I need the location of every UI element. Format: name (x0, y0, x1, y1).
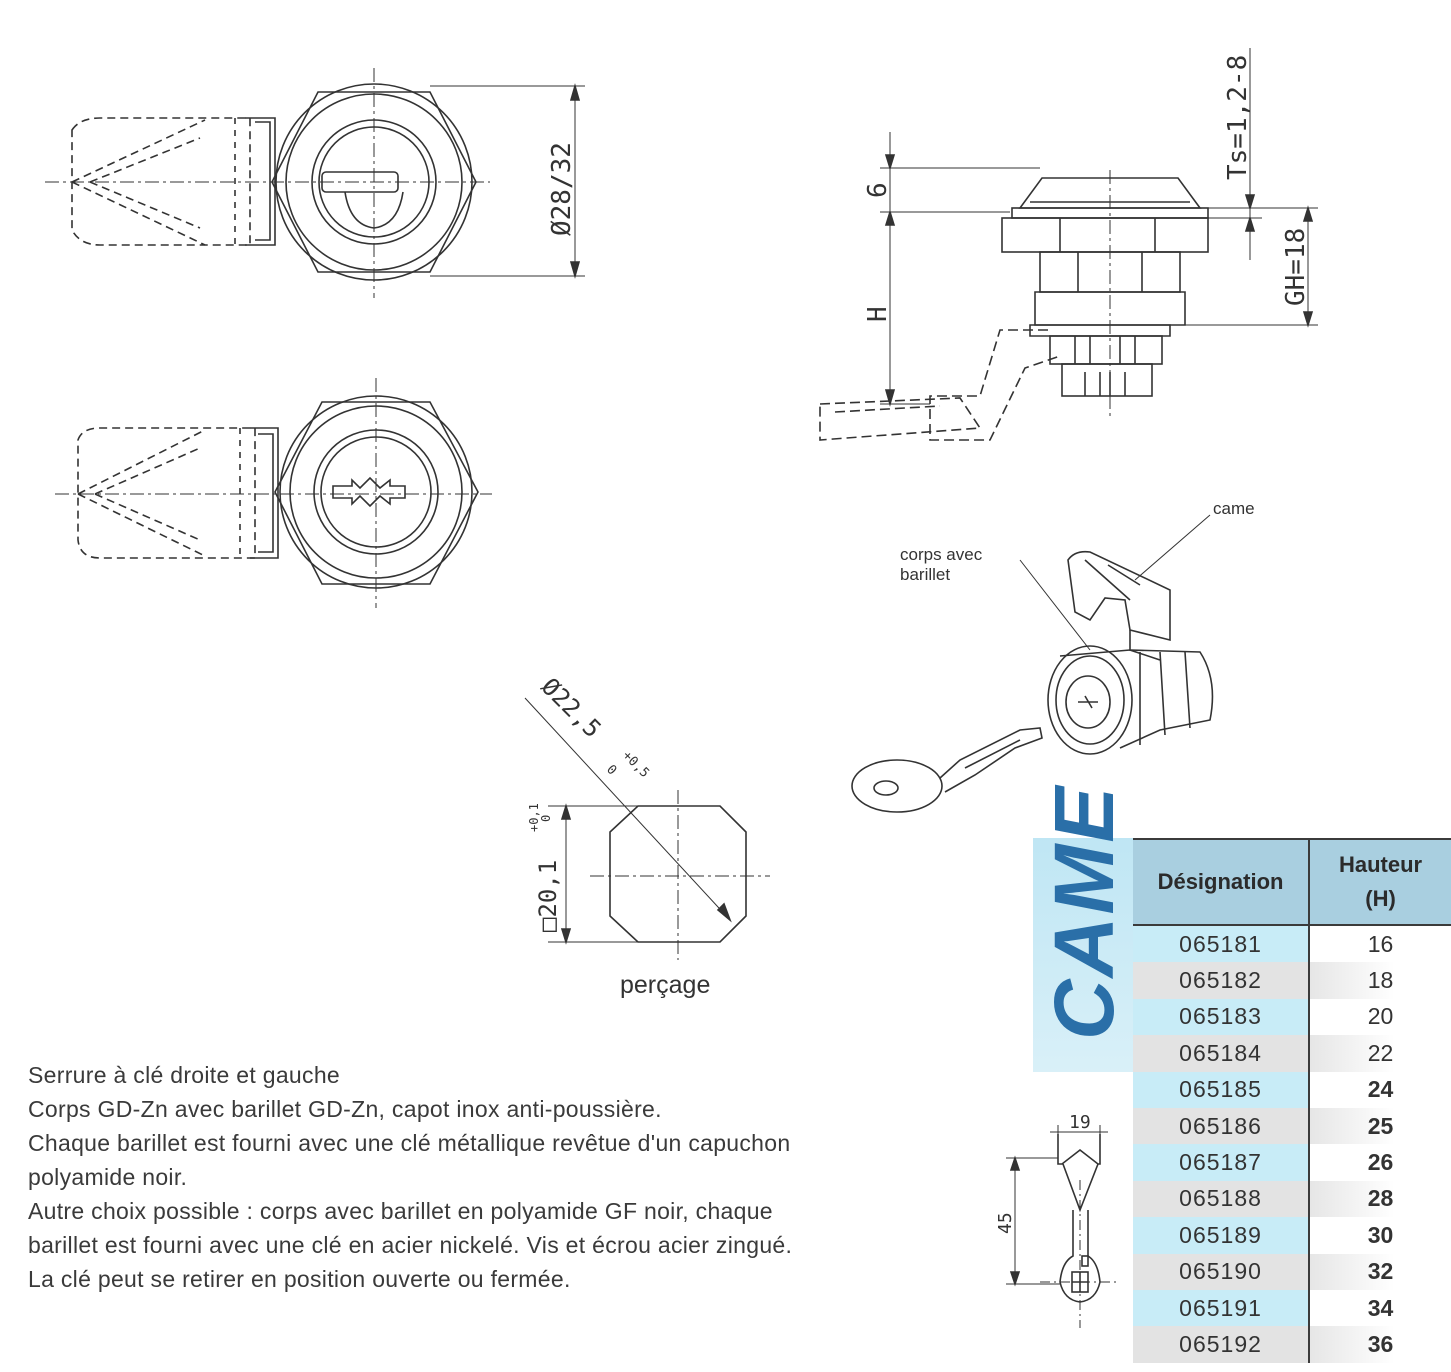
key-width-label: 19 (1069, 1112, 1091, 1133)
product-description: Serrure à clé droite et gauche Corps GD-… (28, 1058, 968, 1296)
table-row: 065184 22 (1133, 1035, 1451, 1072)
table-row: 065186 25 (1133, 1107, 1451, 1145)
drill-diameter-tol-bottom: 0 (603, 762, 619, 778)
hauteur-cell: 36 (1309, 1326, 1451, 1363)
header-hauteur-line2: (H) (1365, 886, 1396, 911)
key-height-label: 45 (995, 1212, 1016, 1234)
drill-square-tol-bottom: 0 (539, 815, 553, 822)
front-view-top (45, 68, 585, 298)
header-designation: Désignation (1133, 838, 1311, 926)
hauteur-cell: 24 (1309, 1071, 1451, 1108)
h-label: H (863, 306, 893, 322)
hauteur-cell: 34 (1309, 1289, 1451, 1327)
table-row: 065189 30 (1133, 1217, 1451, 1254)
designation-cell: 065190 (1133, 1253, 1311, 1290)
front-view-key (55, 378, 492, 608)
description-line: Chaque barillet est fourni avec une clé … (28, 1130, 791, 1156)
designation-cell: 065184 (1133, 1035, 1311, 1072)
hauteur-cell: 30 (1309, 1217, 1451, 1254)
hauteur-cell: 28 (1309, 1180, 1451, 1218)
drill-diameter-tol-top: +0,5 (619, 748, 652, 781)
designation-cell: 065191 (1133, 1289, 1311, 1327)
side-view (819, 48, 1318, 441)
hauteur-cell: 20 (1309, 998, 1451, 1036)
hauteur-cell: 32 (1309, 1253, 1451, 1290)
designation-cell: 065192 (1133, 1326, 1311, 1363)
table-row: 065181 16 (1133, 925, 1451, 963)
designation-cell: 065182 (1133, 962, 1311, 999)
designation-cell: 065183 (1133, 998, 1311, 1036)
designation-cell: 065181 (1133, 925, 1311, 963)
corps-label-line2: barillet (900, 565, 950, 584)
ts-label: Ts=1,2-8 (1223, 55, 1253, 180)
hauteur-cell: 18 (1309, 962, 1451, 999)
table-row: 065183 20 (1133, 998, 1451, 1036)
table-header-row: Désignation Hauteur (H) (1133, 838, 1451, 926)
table-row: 065185 24 (1133, 1071, 1451, 1108)
corps-label-line1: corps avec (900, 545, 983, 564)
designation-cell: 065186 (1133, 1107, 1311, 1145)
percage-label: perçage (620, 971, 710, 999)
hauteur-cell: 22 (1309, 1035, 1451, 1072)
gh-label: GH=18 (1281, 228, 1311, 306)
key-sketch (1006, 1125, 1120, 1328)
drill-diameter-label: Ø22,5 (536, 672, 607, 743)
table-row: 065187 26 (1133, 1144, 1451, 1181)
designation-cell: 065189 (1133, 1217, 1311, 1254)
designation-cell: 065185 (1133, 1071, 1311, 1108)
drilling-view (524, 697, 770, 960)
diameter-label: Ø28/32 (547, 142, 577, 236)
description-line: Corps GD-Zn avec barillet GD-Zn, capot i… (28, 1096, 662, 1122)
hauteur-cell: 25 (1309, 1107, 1451, 1145)
table-row: 065192 36 (1133, 1326, 1451, 1363)
description-line: La clé peut se retirer en position ouver… (28, 1266, 571, 1292)
reference-table: Désignation Hauteur (H) 065181 16 065182… (1133, 838, 1451, 1363)
table-row: 065191 34 (1133, 1289, 1451, 1327)
hauteur-cell: 26 (1309, 1144, 1451, 1181)
iso-view (851, 514, 1214, 813)
drill-square-tol-top: +0,1 (527, 803, 541, 832)
brand-label: CAME (1037, 784, 1131, 1040)
description-line: Autre choix possible : corps avec barill… (28, 1198, 773, 1224)
six-label: 6 (863, 182, 893, 198)
table-row: 065190 32 (1133, 1253, 1451, 1290)
came-label: came (1213, 499, 1255, 518)
brand-band (1033, 838, 1133, 1072)
hauteur-cell: 16 (1309, 925, 1451, 963)
designation-cell: 065187 (1133, 1144, 1311, 1181)
description-line: Serrure à clé droite et gauche (28, 1062, 341, 1088)
header-hauteur: Hauteur (H) (1309, 838, 1451, 926)
table-row: 065182 18 (1133, 962, 1451, 999)
table-row: 065188 28 (1133, 1180, 1451, 1218)
description-line: polyamide noir. (28, 1164, 188, 1190)
drill-square-label: □20,1 (534, 860, 562, 932)
header-hauteur-line1: Hauteur (1338, 852, 1423, 877)
designation-cell: 065188 (1133, 1180, 1311, 1218)
description-line: barillet est fourni avec une clé en acie… (28, 1232, 793, 1258)
